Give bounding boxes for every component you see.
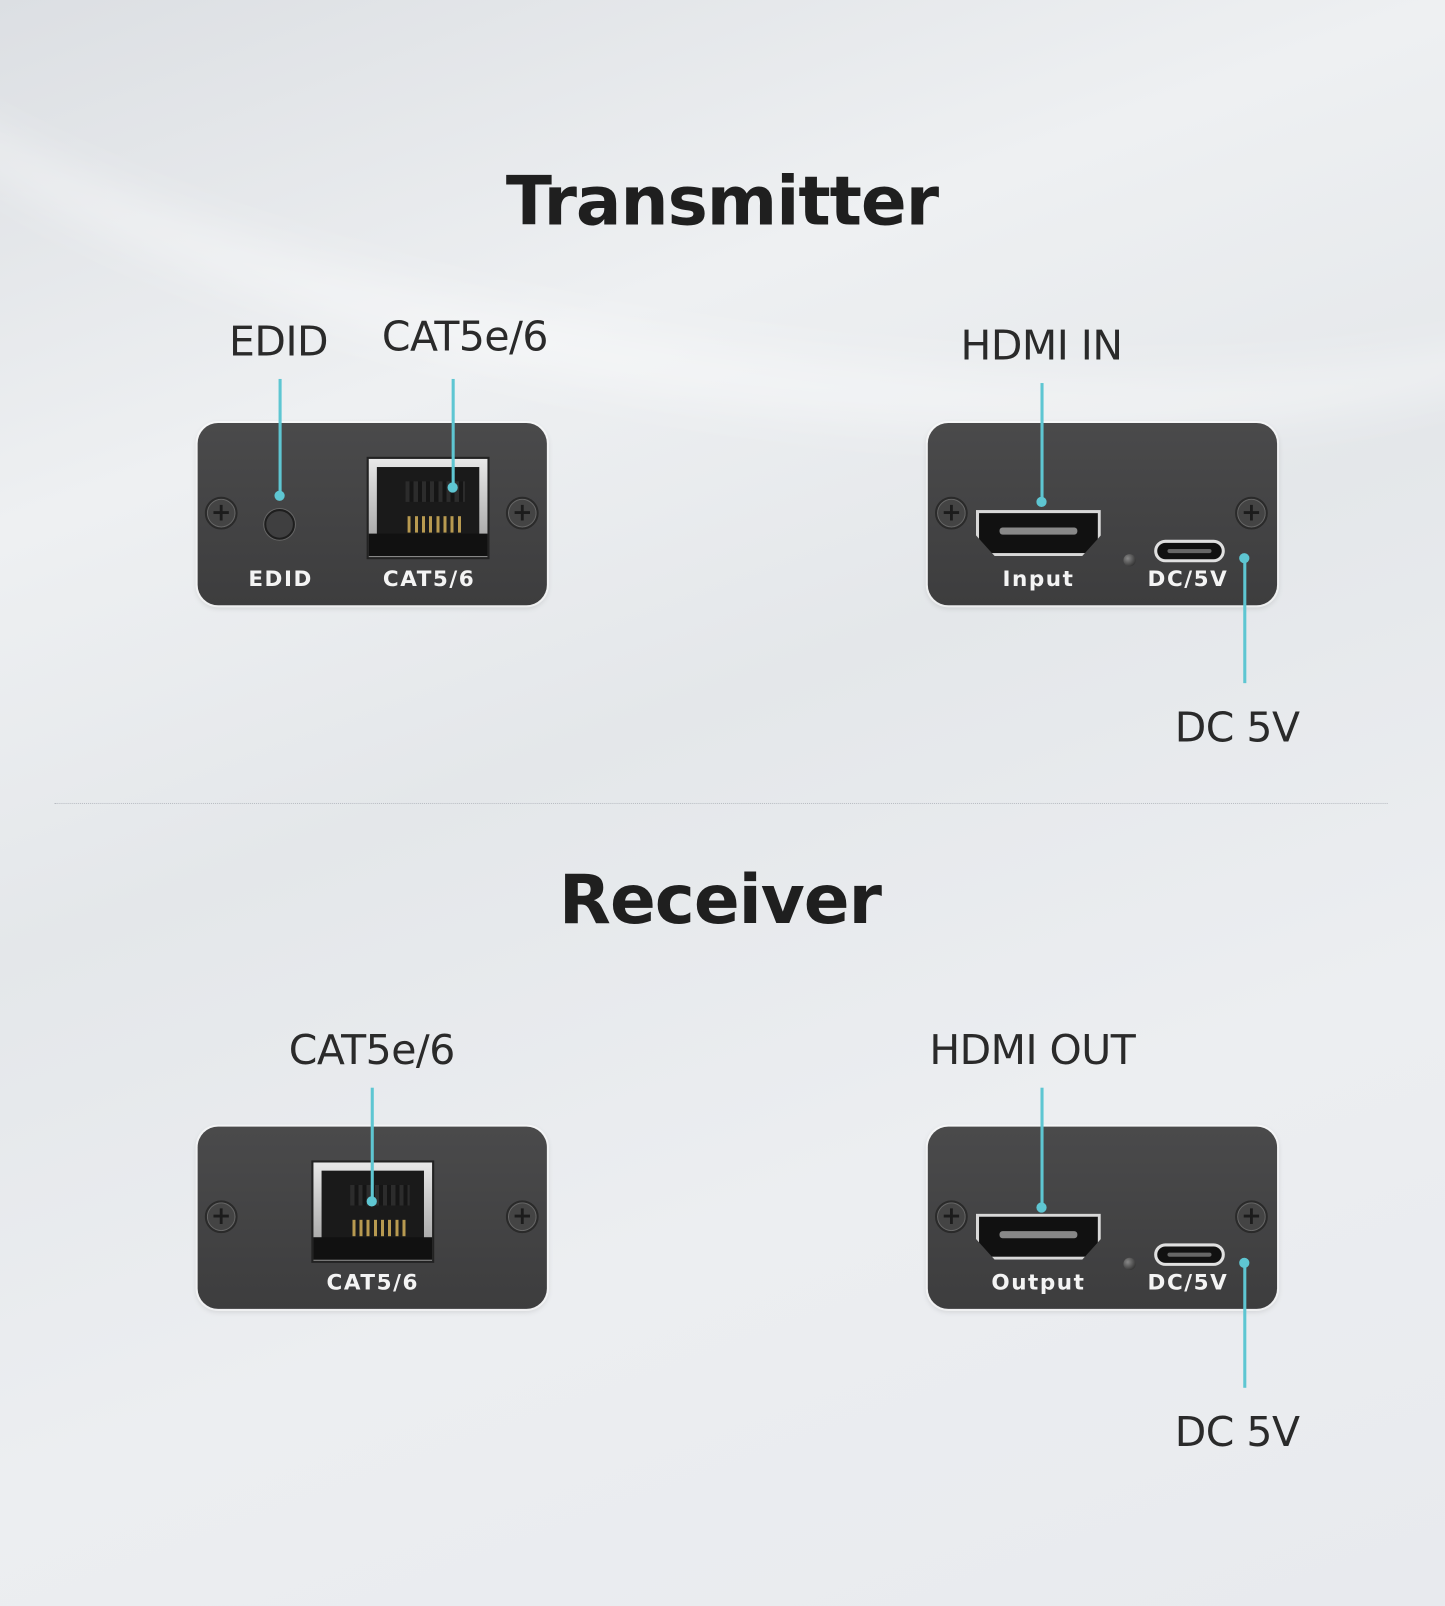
leader-line: [1243, 1262, 1247, 1388]
cat-label: CAT5/6: [326, 1270, 419, 1295]
dc-label: DC/5V: [1147, 1270, 1229, 1295]
leader-line: [1243, 558, 1247, 684]
callout-hdmi-in: HDMI IN: [960, 322, 1123, 370]
receiver-title: Receiver: [558, 860, 882, 940]
section-divider: [54, 802, 1388, 804]
leader-line: [370, 1087, 374, 1202]
screw-icon: +: [204, 496, 238, 530]
leader-dot: [447, 482, 458, 493]
dc-label: DC/5V: [1147, 566, 1229, 591]
callout-cat: CAT5e/6: [288, 1027, 456, 1075]
leader-dot: [274, 490, 285, 501]
leader-dot: [366, 1196, 377, 1207]
usb-c-port: [1154, 539, 1225, 563]
led-indicator: [1123, 1257, 1136, 1271]
transmitter-title: Transmitter: [505, 161, 939, 241]
output-label: Output: [991, 1270, 1086, 1295]
screw-icon: +: [1235, 1200, 1268, 1234]
screw-icon: +: [1235, 496, 1268, 530]
cat-label: CAT5/6: [382, 566, 476, 591]
led-indicator: [1123, 554, 1136, 567]
callout-edid: EDID: [229, 318, 329, 366]
screw-icon: +: [505, 1200, 539, 1234]
screw-icon: +: [204, 1200, 238, 1234]
leader-line: [451, 378, 455, 488]
transmitter-left-panel: + + EDID CAT5/6: [197, 422, 547, 606]
edid-button[interactable]: [264, 509, 295, 540]
callout-hdmi-out: HDMI OUT: [929, 1027, 1136, 1075]
input-label: Input: [1002, 566, 1075, 591]
leader-dot: [1036, 1202, 1047, 1213]
callout-cat: CAT5e/6: [381, 313, 549, 361]
hdmi-port: [975, 510, 1101, 557]
screw-icon: +: [935, 1200, 968, 1234]
transmitter-right-panel: + + Input DC/5V: [927, 422, 1278, 606]
callout-dc: DC 5V: [1174, 1409, 1300, 1457]
receiver-right-panel: + + Output DC/5V: [927, 1126, 1278, 1309]
hdmi-port: [975, 1213, 1101, 1260]
leader-line: [1040, 383, 1044, 502]
usb-c-port: [1154, 1243, 1225, 1266]
leader-dot: [1239, 553, 1250, 564]
edid-label: EDID: [248, 566, 313, 591]
leader-dot: [1036, 496, 1047, 507]
leader-line: [278, 378, 282, 496]
screw-icon: +: [935, 496, 968, 530]
screw-icon: +: [505, 496, 539, 530]
rj45-port: [366, 456, 490, 560]
leader-line: [1040, 1087, 1044, 1208]
leader-dot: [1239, 1257, 1250, 1268]
callout-dc: DC 5V: [1174, 704, 1300, 752]
